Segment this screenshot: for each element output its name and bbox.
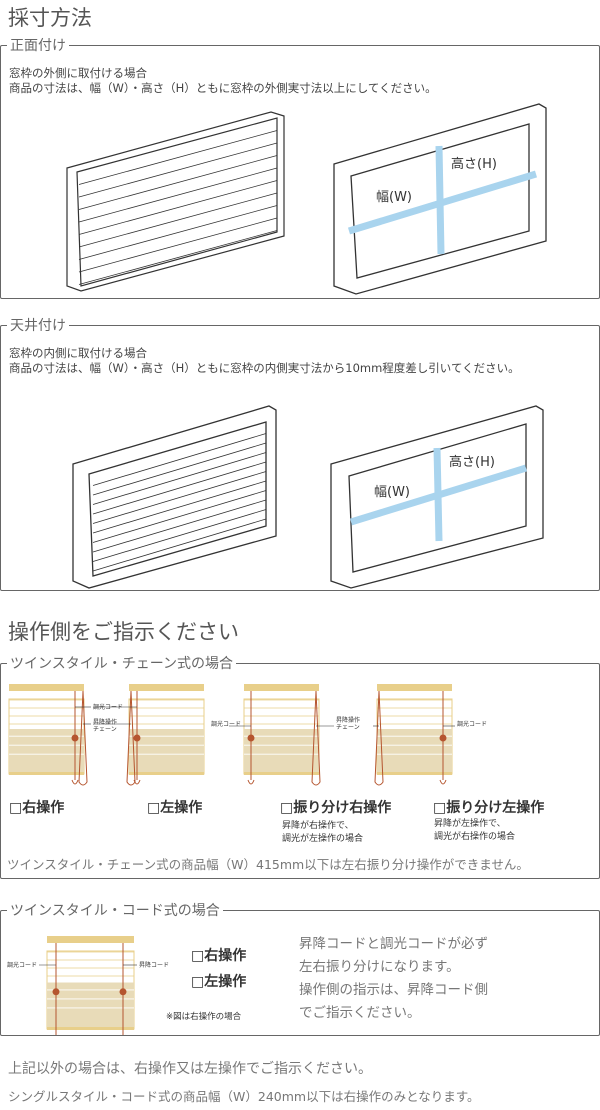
lift-cord-label: 昇降コード <box>139 961 169 969</box>
chain-icon <box>374 690 384 786</box>
ceiling-mount-desc-2: 商品の寸法は、幅（W）・高さ（H）ともに窓枠の内側実寸法から10mm程度差し引い… <box>9 361 520 375</box>
slat <box>78 180 278 235</box>
front-mount-illustration: 幅(W) 高さ(H) <box>66 103 547 295</box>
svg-text:昇降操作: 昇降操作 <box>336 716 360 724</box>
width-label: 幅(W) <box>374 485 410 500</box>
tassel-icon <box>52 988 60 996</box>
tassel-icon <box>133 734 141 742</box>
option-split-right[interactable]: □振り分け右操作 <box>280 800 392 816</box>
svg-text:チェーン: チェーン <box>336 724 360 731</box>
slat <box>78 205 278 260</box>
front-mount-desc-1: 窓枠の外側に取付ける場合 <box>9 66 147 80</box>
height-label: 高さ(H) <box>451 156 497 172</box>
cord-section: ツインスタイル・コード式の場合 調光コード 昇降コード □右操作 □左操作 ※図… <box>0 900 600 1036</box>
cord-description: 昇降コードと調光コードが必ず左右振り分けになります。操作側の指示は、昇降コード側… <box>299 936 488 1021</box>
chain-section: ツインスタイル・チェーン式の場合 調光コード 昇降操作 チェーン 調光コード 昇… <box>0 653 600 879</box>
slat <box>92 509 267 562</box>
svg-text:チェーン: チェーン <box>93 726 117 733</box>
blind-icon <box>374 684 453 786</box>
tassel-icon <box>439 734 447 742</box>
tassel-icon <box>247 734 255 742</box>
dimmer-cord-label: 調光コード <box>7 961 37 969</box>
ceiling-mount-desc-1: 窓枠の内側に取付ける場合 <box>9 346 147 360</box>
blind-icon <box>126 684 205 786</box>
chain-icon <box>126 690 136 786</box>
svg-text:調光コード: 調光コード <box>211 720 241 728</box>
cord-legend: ツインスタイル・コード式の場合 <box>7 900 223 920</box>
option-split-left[interactable]: □振り分け左操作 <box>433 800 545 816</box>
chain-blind-illustrations: 調光コード 昇降操作 チェーン 調光コード 昇降操作 チェーン 調光コード <box>8 684 487 786</box>
slat <box>78 142 278 198</box>
slat <box>92 518 267 572</box>
height-arrow-icon <box>435 145 445 255</box>
svg-text:昇降操作: 昇降操作 <box>93 718 117 726</box>
ceiling-mount-legend: 天井付け <box>7 315 69 335</box>
ceiling-mount-illustration: 幅(W) 高さ(H) <box>72 405 544 589</box>
slat <box>92 461 267 515</box>
bottom-note-2: シングルスタイル・コード式の商品幅（W）240mm以下は右操作のみとなります。 <box>8 1089 480 1104</box>
front-mount-legend: 正面付け <box>7 35 69 55</box>
option-right[interactable]: □右操作 <box>9 800 65 816</box>
slat <box>92 433 267 486</box>
blind-icon <box>243 684 321 786</box>
tassel-icon <box>119 988 127 996</box>
cord-option-right[interactable]: □右操作 <box>191 948 247 964</box>
height-arrow-icon <box>433 447 443 542</box>
chain-footnote: ツインスタイル・チェーン式の商品幅（W）415mm以下は左右振り分け操作ができま… <box>7 857 529 872</box>
split-left-note: 昇降が左操作で、調光が右操作の場合 <box>434 819 516 842</box>
dimmer-cord-label: 調光コード <box>93 703 123 711</box>
slat <box>78 167 278 223</box>
front-mount-section: 正面付け 窓枠の外側に取付ける場合 商品の寸法は、幅（W）・高さ（H）ともに窓枠… <box>0 35 600 299</box>
ceiling-mount-section: 天井付け 窓枠の内側に取付ける場合 商品の寸法は、幅（W）・高さ（H）ともに窓枠… <box>0 315 600 591</box>
chain-legend: ツインスタイル・チェーン式の場合 <box>7 653 237 673</box>
slat <box>92 442 267 496</box>
slat <box>78 155 278 210</box>
front-mount-desc-2: 商品の寸法は、幅（W）・高さ（H）ともに窓枠の外側実寸法以上にしてください。 <box>9 81 437 95</box>
cord-blind-illustration: 調光コード 昇降コード <box>7 936 169 1035</box>
slat <box>78 217 278 273</box>
slat <box>78 192 278 248</box>
chain-icon <box>78 690 88 786</box>
cord-option-left[interactable]: □左操作 <box>191 974 247 990</box>
split-right-note: 昇降が右操作で、調光が左操作の場合 <box>282 821 364 844</box>
slat <box>78 230 278 285</box>
page-title-measure: 採寸方法 <box>8 6 92 30</box>
slat <box>92 499 267 553</box>
slat <box>92 480 267 534</box>
slat <box>78 130 278 185</box>
page-title-operation: 操作側をご指示ください <box>8 620 239 644</box>
chain-icon <box>311 690 321 786</box>
option-left[interactable]: □左操作 <box>147 800 203 816</box>
slat <box>92 490 267 543</box>
blind-icon <box>8 684 88 786</box>
blind-icon <box>46 936 135 1035</box>
bottom-note-1: 上記以外の場合は、右操作又は左操作でご指示ください。 <box>8 1061 372 1077</box>
cord-figure-note: ※図は右操作の場合 <box>166 1012 242 1022</box>
svg-text:調光コード: 調光コード <box>457 720 487 728</box>
height-label: 高さ(H) <box>449 454 495 470</box>
slat <box>92 471 267 524</box>
slat <box>92 452 267 505</box>
tassel-icon <box>71 734 79 742</box>
width-label: 幅(W) <box>376 190 412 205</box>
